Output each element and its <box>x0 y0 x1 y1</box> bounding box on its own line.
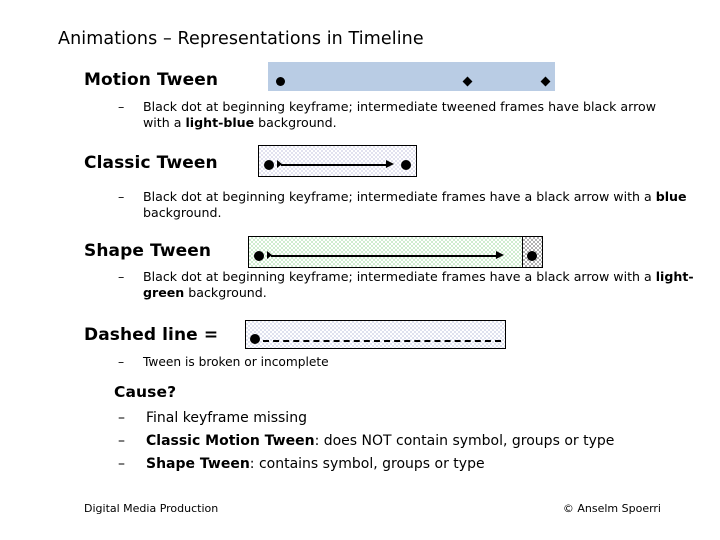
bullet-motion-tween: – Black dot at beginning keyframe; inter… <box>118 99 686 131</box>
page-title: Animations – Representations in Timeline <box>58 29 424 49</box>
bullet-shape-tween: – Black dot at beginning keyframe; inter… <box>118 269 706 301</box>
keyframe-diamond-icon <box>540 76 551 87</box>
bullet-cause-1: – Final keyframe missing <box>118 410 618 426</box>
bullet-text: Shape Tween: contains symbol, groups or … <box>146 456 485 472</box>
dashed-line <box>263 340 501 342</box>
section-heading-shape-tween: Shape Tween <box>84 241 212 261</box>
keyframe-diamond-icon <box>462 76 473 87</box>
bullet-dash: – <box>118 355 125 369</box>
bullet-classic-tween: – Black dot at beginning keyframe; inter… <box>118 189 706 221</box>
section-heading-dashed-line: Dashed line = <box>84 325 219 345</box>
bullet-text: Black dot at beginning keyframe; interme… <box>143 99 657 130</box>
bullet-text: Black dot at beginning keyframe; interme… <box>143 269 694 300</box>
section-heading-motion-tween: Motion Tween <box>84 70 219 90</box>
bullet-dash: – <box>118 456 125 472</box>
footer-copyright: © Anselm Spoerri <box>562 502 661 515</box>
keyframe-dot-icon <box>250 334 260 344</box>
shape-tween-timeline-graphic <box>248 236 543 268</box>
footer-course-label: Digital Media Production <box>84 502 219 515</box>
keyframe-dot-icon <box>276 77 285 86</box>
keyframe-dot-icon <box>401 160 411 170</box>
bullet-dash: – <box>118 433 125 449</box>
dashed-line-timeline-graphic <box>245 320 506 349</box>
bullet-cause-2: – Classic Motion Tween: does NOT contain… <box>118 433 718 449</box>
motion-tween-timeline-graphic <box>268 62 555 91</box>
bullet-dash: – <box>118 99 125 114</box>
bullet-dash: – <box>118 189 125 204</box>
bullet-cause-3: – Shape Tween: contains symbol, groups o… <box>118 456 718 472</box>
arrow-tail-icon <box>277 160 282 168</box>
section-heading-classic-tween: Classic Tween <box>84 153 218 173</box>
classic-tween-timeline-graphic <box>258 145 417 177</box>
arrow-line-icon <box>271 255 498 257</box>
section-heading-cause: Cause? <box>114 383 177 401</box>
keyframe-dot-icon <box>264 160 274 170</box>
bullet-text: Tween is broken or incomplete <box>143 355 329 369</box>
bullet-dash: – <box>118 410 125 426</box>
arrow-line-icon <box>281 164 388 166</box>
bullet-text: Black dot at beginning keyframe; interme… <box>143 189 687 220</box>
shape-tween-end-cell <box>522 237 542 267</box>
bullet-text: Final keyframe missing <box>146 410 307 426</box>
keyframe-dot-icon <box>527 251 537 261</box>
bullet-dash: – <box>118 269 125 284</box>
bullet-dashed-line: – Tween is broken or incomplete <box>118 354 578 370</box>
arrow-head-icon <box>386 160 394 168</box>
keyframe-dot-icon <box>254 251 264 261</box>
arrow-tail-icon <box>267 251 272 259</box>
arrow-head-icon <box>496 251 504 259</box>
bullet-text: Classic Motion Tween: does NOT contain s… <box>146 433 615 449</box>
